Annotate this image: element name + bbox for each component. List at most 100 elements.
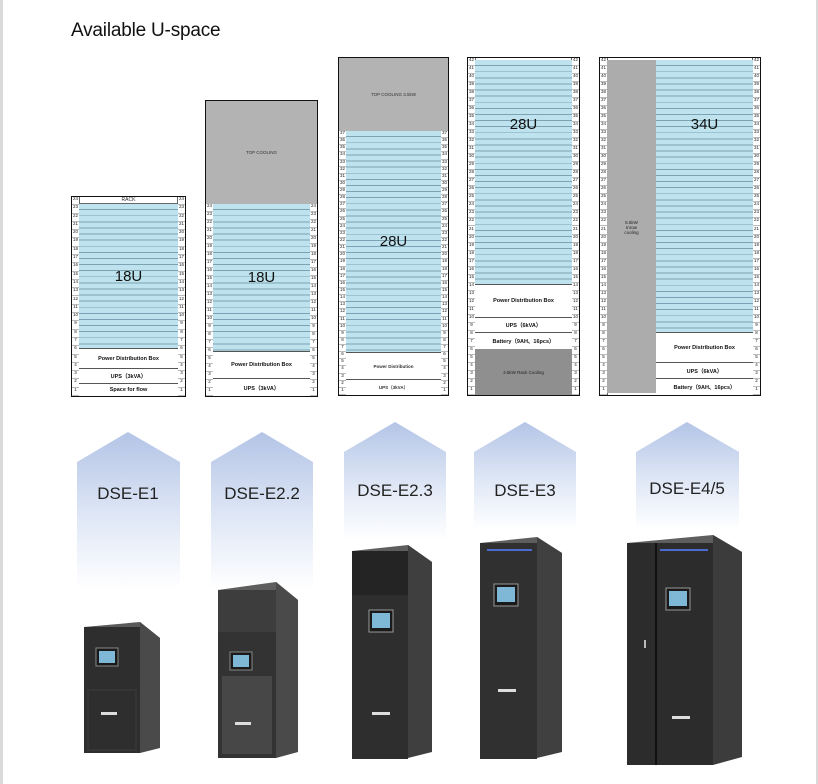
u-number: 14 <box>572 283 579 291</box>
u-number: 16 <box>206 268 213 276</box>
u-number: 3 <box>572 371 579 379</box>
u-number: 41 <box>572 66 579 75</box>
u-number: 34 <box>468 122 475 131</box>
u-number: 36 <box>600 106 607 115</box>
u-number: 31 <box>572 146 579 155</box>
u-number: 24 <box>753 202 760 211</box>
u-number: 19 <box>441 259 448 267</box>
u-number: 27 <box>753 178 760 187</box>
u-number: 27 <box>339 202 346 210</box>
u-number: 41 <box>468 66 475 75</box>
u-number: 30 <box>600 154 607 163</box>
u-number: 28 <box>441 195 448 203</box>
u-number: 5 <box>72 355 79 363</box>
u-number: 31 <box>753 146 760 155</box>
u-number: 3 <box>206 372 213 380</box>
u-number: 1 <box>72 388 79 396</box>
u-number: 42 <box>572 58 579 67</box>
u-number: 40 <box>572 74 579 83</box>
u-number: 38 <box>753 90 760 99</box>
u-number: 4 <box>600 363 607 371</box>
u-number: 10 <box>600 315 607 323</box>
u-number: 17 <box>753 259 760 267</box>
u-number: 6 <box>339 352 346 360</box>
u-number: 30 <box>753 154 760 163</box>
u-number: 6 <box>572 347 579 355</box>
u-number: 2 <box>206 380 213 388</box>
u-number: 34 <box>441 152 448 160</box>
u-number: 10 <box>339 324 346 331</box>
u-number: 1 <box>178 388 185 396</box>
u-number: 3 <box>600 371 607 379</box>
u-number: 19 <box>339 259 346 267</box>
u-number: 6 <box>72 346 79 355</box>
u-number: 25 <box>339 217 346 224</box>
u-number: 13 <box>178 288 185 297</box>
u-number: 2 <box>468 379 475 387</box>
u-number: 19 <box>572 243 579 251</box>
u-number: 28 <box>753 170 760 179</box>
u-number: 4 <box>441 366 448 374</box>
u-number: 21 <box>572 227 579 235</box>
u-number: 11 <box>206 308 213 316</box>
u-number: 10 <box>441 324 448 331</box>
u-number: 21 <box>339 245 346 253</box>
u-number: 17 <box>600 259 607 267</box>
u-number: 41 <box>600 66 607 75</box>
u-number: 36 <box>572 106 579 115</box>
u-number: 15 <box>310 276 317 284</box>
u-number: 3 <box>310 372 317 380</box>
u-number: 41 <box>753 66 760 75</box>
u-number: 18 <box>72 247 79 256</box>
u-number: 3 <box>441 374 448 381</box>
capacity-label: 34U <box>690 116 719 133</box>
u-number: 26 <box>753 186 760 195</box>
u-number: 20 <box>468 235 475 243</box>
u-number: 4 <box>572 363 579 371</box>
u-number: 18 <box>441 267 448 274</box>
u-number: 5 <box>468 355 475 363</box>
ups-block: UPS（3kVA） <box>346 379 441 395</box>
u-number: 16 <box>468 267 475 275</box>
u-number: 42 <box>600 58 607 67</box>
u-number: 9 <box>206 324 213 332</box>
u-number: 2 <box>72 379 79 388</box>
u-number: 23 <box>441 231 448 239</box>
u-number: 13 <box>600 291 607 299</box>
u-number: 32 <box>600 138 607 147</box>
u-number: 6 <box>753 347 760 355</box>
model-label-e3: DSE-E3 <box>494 481 556 500</box>
u-number: 11 <box>310 308 317 316</box>
right-border <box>816 0 818 784</box>
u-number: 36 <box>441 138 448 146</box>
u-number: 7 <box>441 345 448 353</box>
u-number: 21 <box>72 222 79 231</box>
u-number: 30 <box>572 154 579 163</box>
u-number: 35 <box>600 114 607 123</box>
u-number: 23 <box>468 210 475 219</box>
u-number: 5 <box>178 355 185 363</box>
u-number: 17 <box>206 260 213 268</box>
u-number: 13 <box>72 288 79 297</box>
u-number: 16 <box>178 263 185 272</box>
u-number: 7 <box>753 339 760 347</box>
u-number: 3 <box>72 371 79 380</box>
top-cooling-block: TOP COOLING <box>206 101 317 204</box>
u-number: 4 <box>206 364 213 372</box>
u-number: 16 <box>600 267 607 275</box>
capacity-label: 18U <box>247 269 276 286</box>
u-number: 1 <box>310 388 317 396</box>
u-number: 28 <box>572 170 579 179</box>
u-number: 11 <box>753 307 760 315</box>
u-number: 6 <box>206 348 213 356</box>
u-number: 5 <box>600 355 607 363</box>
u-number: 20 <box>600 235 607 243</box>
u-number: 4 <box>310 364 317 372</box>
u-number: 11 <box>178 305 185 314</box>
u-number: 7 <box>468 339 475 347</box>
left-border <box>0 0 3 784</box>
u-number: 24 <box>178 197 185 206</box>
